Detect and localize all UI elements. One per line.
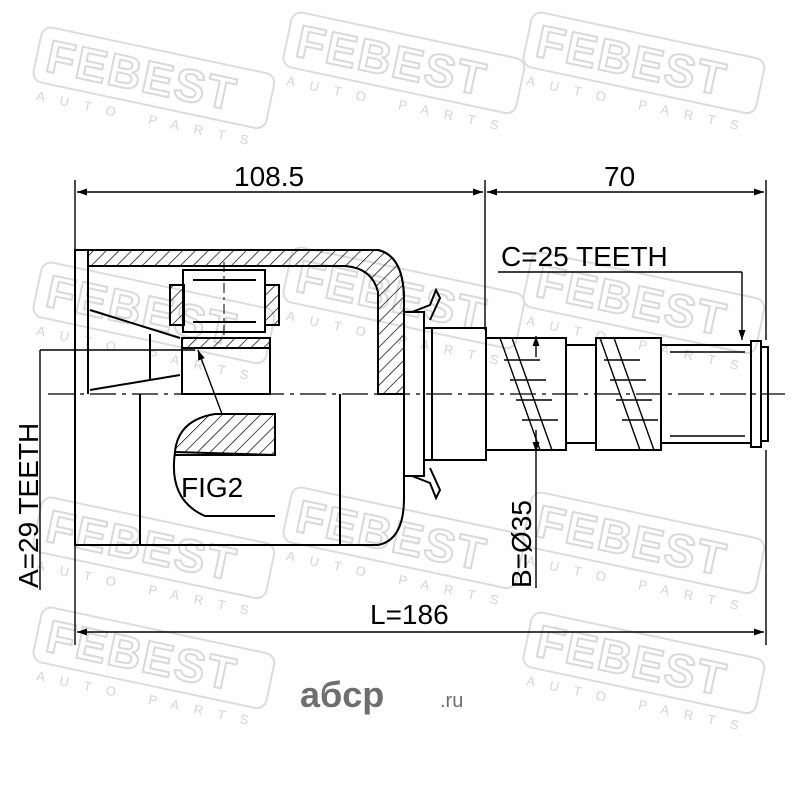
fig2-outline xyxy=(172,451,275,517)
watermark-logo: FEBEST AUTO PARTS xyxy=(282,486,526,611)
fig2-leader xyxy=(197,349,223,415)
flange-lip-top xyxy=(411,287,442,321)
housing-cone-line xyxy=(89,309,181,339)
tripod-roller-section xyxy=(264,284,280,326)
dimension-body-length: 108.5 xyxy=(234,161,304,192)
watermark-logo: FEBEST AUTO PARTS xyxy=(522,11,766,136)
housing-cone-line xyxy=(89,374,181,391)
spline-line xyxy=(499,337,541,451)
watermark-logo: FEBEST AUTO PARTS xyxy=(32,26,276,151)
joint-housing: FIG2 xyxy=(74,249,405,546)
watermark-logo: FEBEST AUTO PARTS xyxy=(522,611,766,736)
tripod-hub xyxy=(181,347,271,395)
figure-label: FIG2 xyxy=(181,472,243,503)
shaft-splines xyxy=(499,337,745,451)
dimension-outer-teeth: C=25 TEETH xyxy=(501,241,668,272)
dimension-diameter: B=Ø35 xyxy=(506,500,537,588)
site-suffix: .ru xyxy=(440,690,463,712)
watermark-logo: FEBEST AUTO PARTS xyxy=(522,491,766,616)
flange-lip-bottom xyxy=(411,467,442,501)
dimension-total-length: L=186 xyxy=(370,599,449,630)
site-watermark: aбcp .ru xyxy=(300,674,463,715)
site-name: aбcp xyxy=(300,674,384,715)
boot-flange xyxy=(403,287,487,501)
watermark-logo: FEBEST AUTO PARTS xyxy=(282,11,526,136)
shaft-end xyxy=(760,346,769,442)
tripod-hub-section xyxy=(181,337,271,349)
output-shaft xyxy=(485,337,769,451)
dimension-shaft-length: 70 xyxy=(604,161,635,192)
watermark-logo: FEBEST AUTO PARTS xyxy=(32,606,276,731)
dimension-inner-teeth: A=29 TEETH xyxy=(13,423,44,588)
dimension-lines xyxy=(39,180,767,645)
tripod-roller-section xyxy=(169,284,185,326)
watermark-logo: FEBEST AUTO PARTS xyxy=(32,496,276,621)
spline-line xyxy=(511,337,553,451)
spline-line xyxy=(613,337,655,451)
spline-line xyxy=(599,337,641,451)
fig2-section xyxy=(173,413,276,457)
dimension-labels: 108.5 70 C=25 TEETH L=186 A=29 TEETH B=Ø… xyxy=(13,161,668,630)
